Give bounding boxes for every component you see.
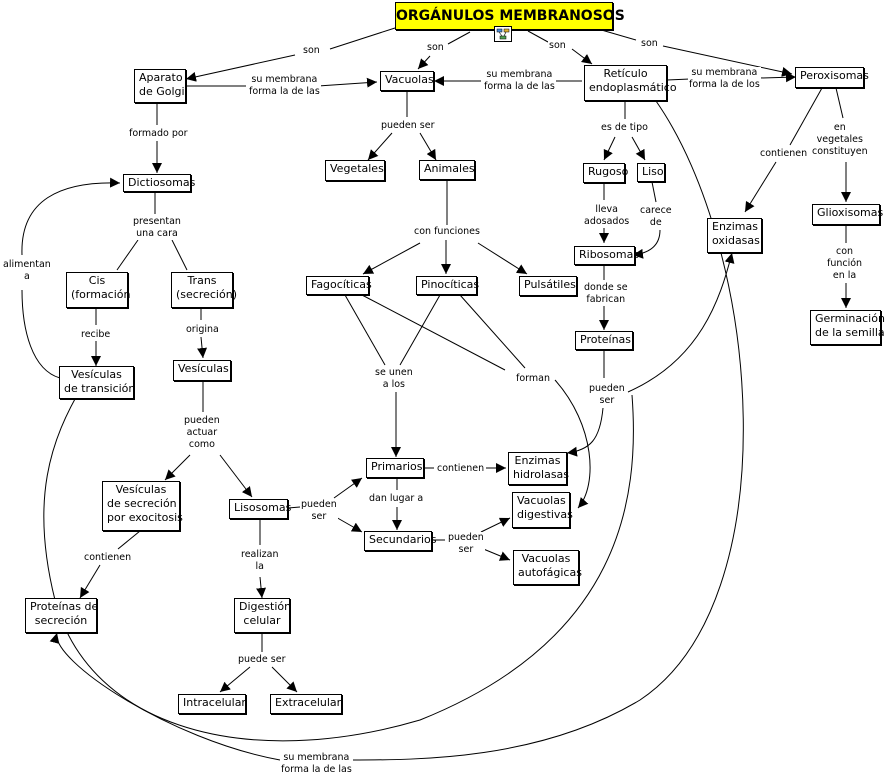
node-vesiculas[interactable]: Vesículas (173, 360, 231, 381)
node-intracelular[interactable]: Intracelular (178, 694, 246, 714)
node-animales[interactable]: Animales (419, 160, 475, 180)
node-rugoso[interactable]: Rugoso (583, 163, 628, 183)
link-contienen-primarios: contienen (436, 463, 486, 475)
link-contienen-peroxisomas: contienen (759, 148, 809, 160)
node-liso[interactable]: Liso (637, 163, 665, 182)
link-contienen-vesiculas: contienen (83, 552, 133, 564)
link-son-reticulo: son (548, 40, 567, 52)
link-es-de-tipo: es de tipo (600, 122, 649, 134)
node-fagociticas[interactable]: Fagocíticas (306, 276, 372, 295)
node-primarios[interactable]: Primarios (366, 458, 424, 478)
concept-map-icon[interactable] (494, 26, 512, 42)
link-con-funciones: con funciones (413, 226, 481, 238)
node-vegetales[interactable]: Vegetales (325, 160, 385, 181)
link-forman: forman (515, 373, 551, 385)
node-extracelular[interactable]: Extracelular (270, 694, 342, 714)
link-puede-ser: puede ser (237, 654, 287, 666)
node-peroxisomas[interactable]: Peroxisomas (795, 67, 869, 88)
link-recibe: recibe (80, 329, 112, 341)
node-pinociticas[interactable]: Pinocíticas (416, 276, 479, 295)
link-origina: origina (185, 324, 220, 336)
node-ribosomas[interactable]: Ribosomas (574, 246, 639, 265)
link-dan-lugar: dan lugar a (368, 493, 425, 505)
node-secundarios[interactable]: Secundarios (364, 531, 437, 551)
main-title-text: ORGÁNULOS MEMBRANOSOS (396, 8, 625, 24)
link-pueden-ser-vacuolas: pueden ser (380, 120, 436, 132)
node-vacuolas[interactable]: Vacuolas (380, 71, 434, 91)
node-lisosomas[interactable]: Lisosomas (229, 499, 291, 519)
link-formado-por: formado por (128, 128, 189, 140)
link-son-vacuolas: son (426, 42, 445, 54)
node-glioxisomas[interactable]: Glioxisomas (812, 204, 883, 225)
node-cis[interactable]: Cis(formación (66, 272, 131, 308)
node-dictiosomas[interactable]: Dictiosomas (123, 174, 195, 192)
node-pulsatiles[interactable]: Pulsátiles (519, 276, 577, 296)
node-trans[interactable]: Trans(secreción) (171, 272, 237, 308)
node-proteinas[interactable]: Proteínas (575, 331, 633, 350)
link-son-golgi: son (302, 45, 321, 57)
link-son-peroxisomas: son (640, 38, 659, 50)
